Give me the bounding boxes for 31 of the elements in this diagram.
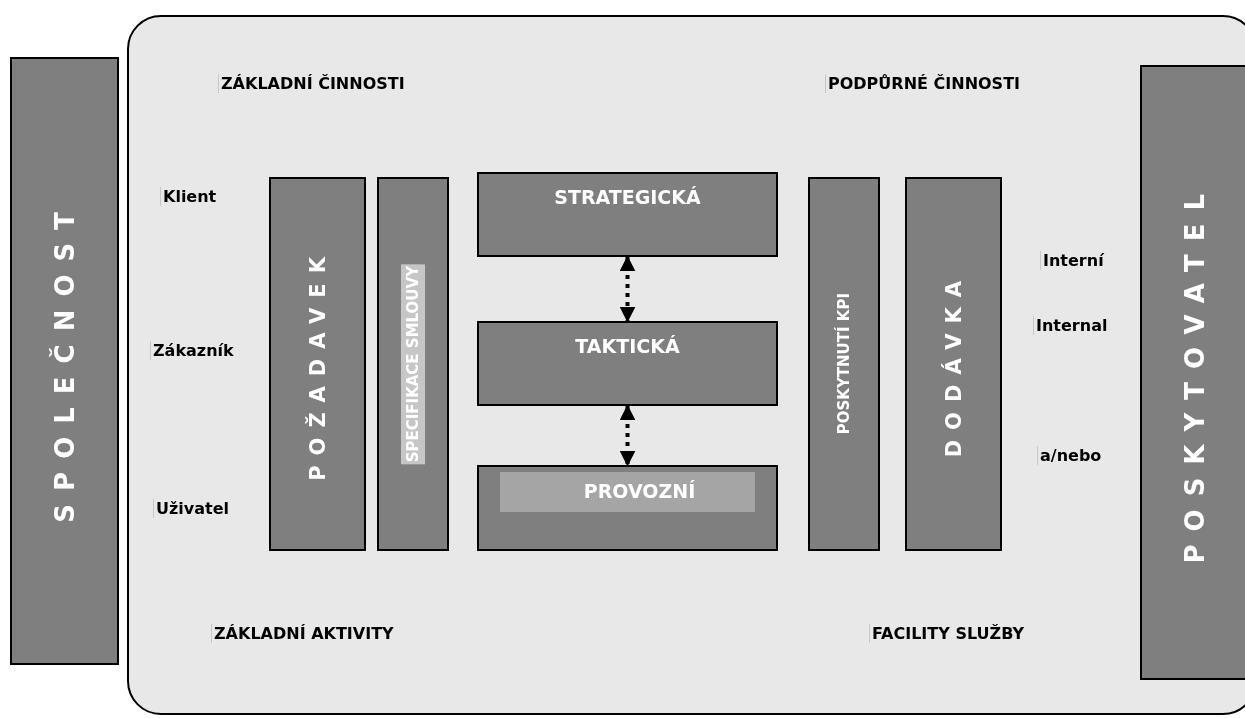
text-label: PODPŮRNÉ ČINNOSTI [825, 74, 1020, 93]
text-label: FACILITY SLUŽBY [869, 624, 1025, 643]
process-bar [905, 177, 1002, 551]
level-box [477, 172, 778, 257]
level-label: PROVOZNÍ [499, 472, 756, 512]
process-bar [377, 177, 449, 551]
vertical-label: POSKYTNUTÍ KPI [835, 293, 853, 435]
process-bar [269, 177, 366, 551]
text-label: Interní [1040, 251, 1104, 270]
text-label: a/nebo [1037, 446, 1102, 465]
vertical-label: SPOLEČNOST [49, 199, 80, 523]
double-arrow [619, 404, 636, 467]
text-label: ZÁKLADNÍ ČINNOSTI [218, 74, 405, 93]
text-label: Internal [1033, 316, 1108, 335]
level-box [477, 465, 778, 551]
party-bar [1140, 65, 1245, 680]
party-bar [10, 57, 119, 665]
vertical-label: POSKYTOVATEL [1180, 181, 1210, 564]
double-arrow [619, 255, 636, 323]
vertical-label: DODÁVKA [941, 270, 966, 458]
level-label: TAKTICKÁ [575, 335, 680, 357]
level-box [477, 321, 778, 406]
text-label: Zákazník [150, 341, 234, 360]
text-label: ZÁKLADNÍ AKTIVITY [211, 624, 394, 643]
panel-background [127, 15, 1245, 715]
process-bar [808, 177, 880, 551]
text-label: Klient [160, 187, 217, 206]
text-label: Uživatel [153, 499, 229, 518]
vertical-label: POŽADAVEK [305, 247, 330, 481]
vertical-label: SPECIFIKACE SMLOUVY [401, 263, 425, 465]
level-label: STRATEGICKÁ [554, 186, 701, 208]
